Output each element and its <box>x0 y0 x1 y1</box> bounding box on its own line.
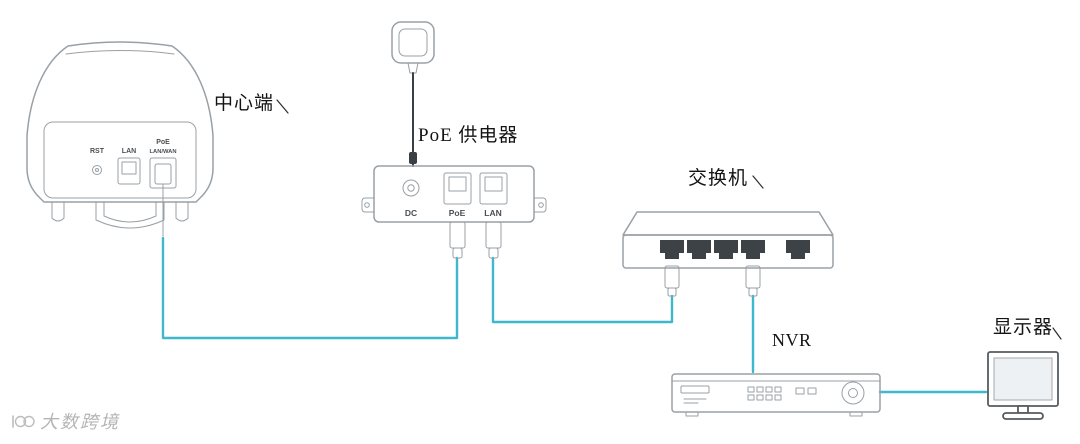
nvr-usb-port <box>807 387 817 395</box>
injector-dc-label: DC <box>405 208 417 218</box>
cpe-label: 中心端 <box>214 93 275 114</box>
cpe-lan-port <box>117 157 141 185</box>
switch-label: 交换机 <box>688 168 749 189</box>
injector-lan-port <box>479 172 508 205</box>
monitor-label-leader <box>1052 327 1062 340</box>
cable-injector-to-switch <box>491 256 674 324</box>
network-cables <box>161 236 988 394</box>
cpe-device: RST LAN PoE LAN/WAN <box>26 41 214 237</box>
cpe-label-leader <box>276 99 289 114</box>
switch-device <box>622 211 834 297</box>
switch-plug-port1 <box>664 265 680 297</box>
cpe-poe-port <box>149 157 177 237</box>
nvr-buttons <box>747 386 782 401</box>
rst-button <box>92 165 102 175</box>
injector-label: PoE 供电器 <box>418 125 519 146</box>
cable-cpe-to-injector <box>161 236 459 340</box>
cpe-rst-label: RST <box>90 148 105 155</box>
watermark-text: 大数跨境 <box>40 412 120 432</box>
power-plug <box>391 21 435 167</box>
poe-injector-device: DC PoE LAN <box>361 165 547 259</box>
injector-poe-label: PoE <box>449 208 466 218</box>
watermark-logo-icon <box>12 415 35 428</box>
cpe-poe-label-line2: LAN/WAN <box>149 149 176 155</box>
nvr-vent <box>680 385 710 394</box>
injector-poe-port <box>443 172 472 205</box>
monitor-stand-base <box>1002 412 1044 420</box>
monitor-screen <box>993 357 1053 401</box>
switch-plug-port4 <box>745 265 761 297</box>
watermark: 大数跨境 <box>10 408 120 434</box>
nvr-usb-port <box>795 387 805 395</box>
monitor-device <box>987 351 1059 420</box>
nvr-jog-dial <box>841 381 865 405</box>
cpe-front-panel <box>43 121 197 199</box>
nvr-label: NVR <box>772 330 812 350</box>
nvr-device <box>671 373 881 417</box>
injector-dc-port <box>402 179 420 197</box>
injector-poe-plug <box>449 221 466 259</box>
cpe-poe-label-line1: PoE <box>156 139 170 146</box>
switch-ports <box>660 240 810 259</box>
dc-barrel-connector <box>409 152 417 164</box>
monitor-label: 显示器 <box>993 317 1054 338</box>
injector-lan-label: LAN <box>484 208 501 218</box>
injector-lan-plug <box>485 221 502 259</box>
switch-label-leader <box>752 175 764 189</box>
monitor-stand-neck <box>1017 405 1029 414</box>
cpe-lan-label: LAN <box>122 148 136 155</box>
